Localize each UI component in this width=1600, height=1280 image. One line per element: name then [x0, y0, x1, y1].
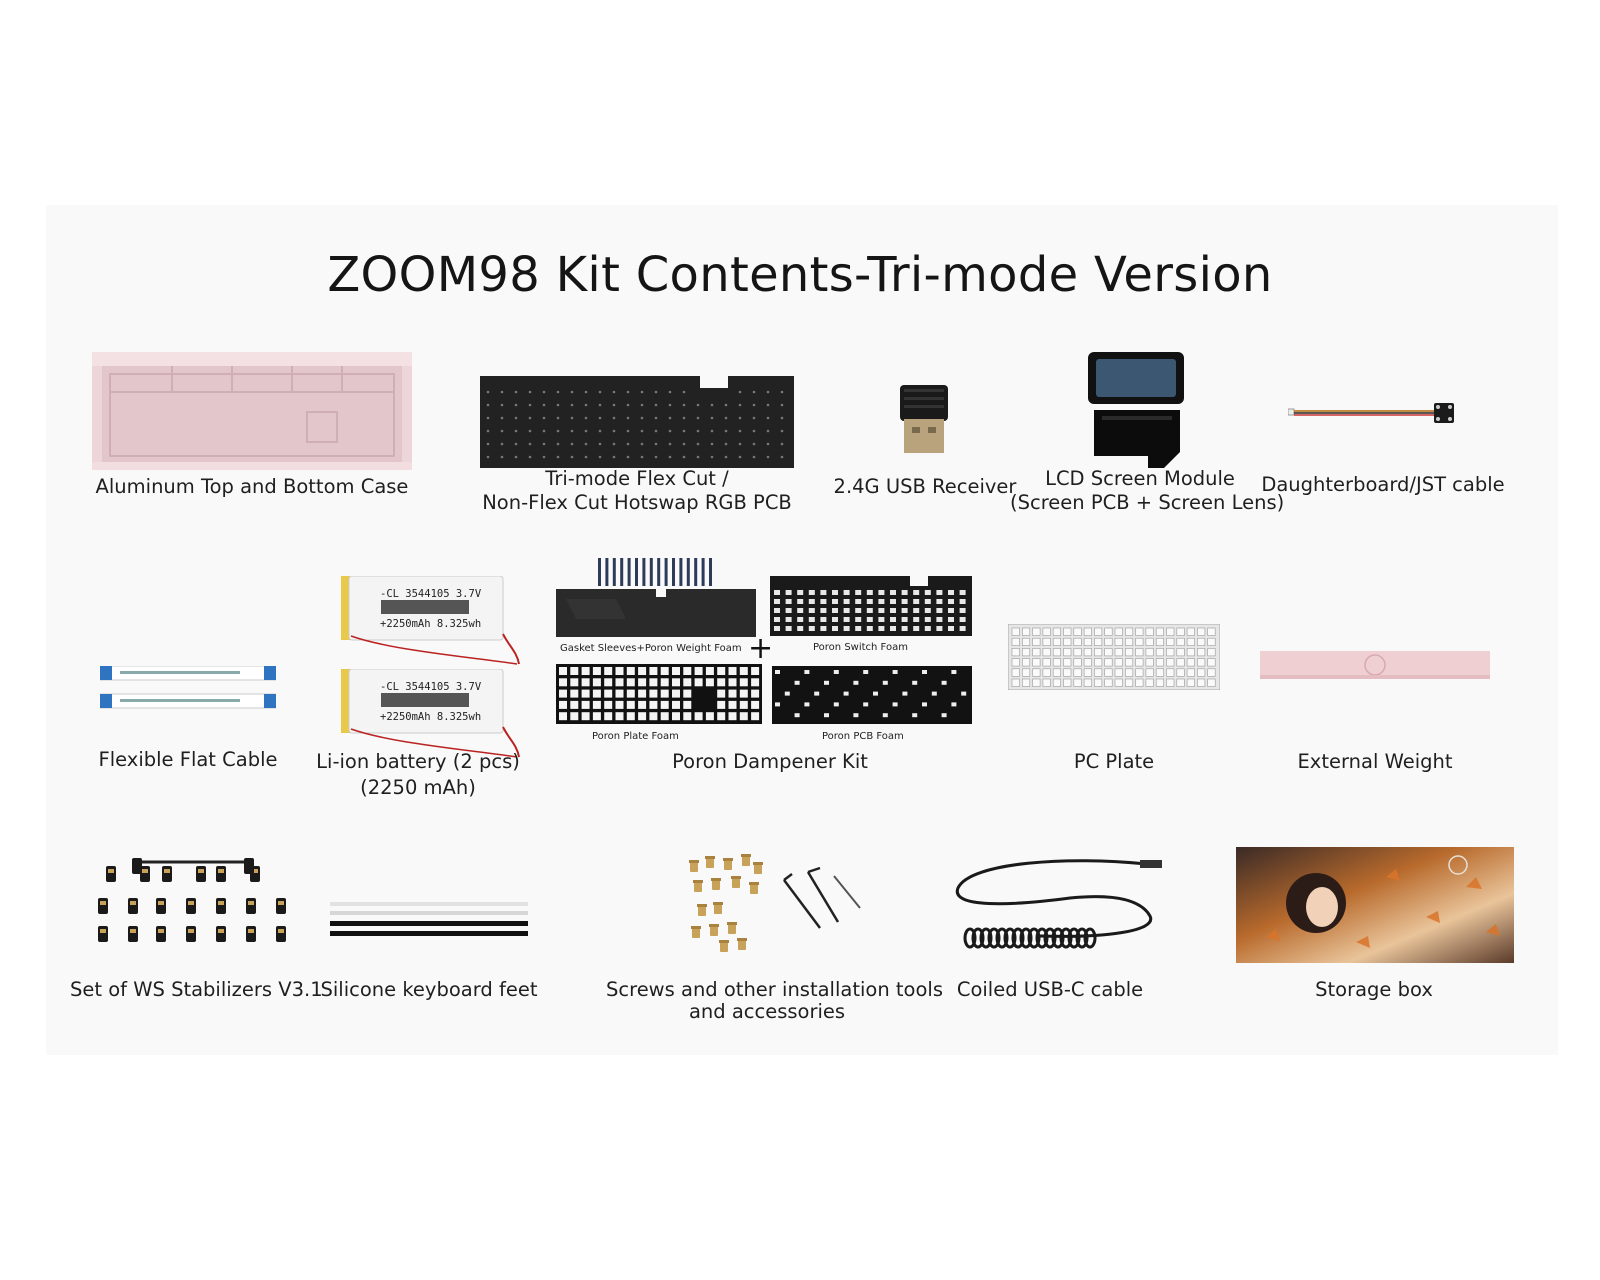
cable-label: Coiled USB-C cable — [956, 978, 1144, 1001]
pc-plate-image — [1008, 624, 1220, 690]
gasket-sleeves-image — [598, 558, 718, 586]
battery-image-1 — [341, 576, 521, 672]
battery-print-bottom-1: +2250mAh 8.325wh — [380, 618, 482, 630]
battery-label-line1: Li-ion battery (2 pcs) — [316, 750, 520, 773]
screws-image — [684, 852, 764, 952]
case-image — [92, 352, 412, 470]
battery-print-top-1: -CL 3544105 3.7V — [380, 588, 482, 600]
poron-pcb-caption: Poron PCB Foam — [822, 731, 904, 742]
weight-label: External Weight — [1297, 750, 1453, 773]
pcb-label-line1: Tri-mode Flex Cut / — [545, 467, 729, 490]
poron-label: Poron Dampener Kit — [672, 750, 868, 773]
plate-foam-image — [556, 664, 762, 724]
lcd-label-line2: (Screen PCB + Screen Lens) — [1010, 491, 1285, 514]
feet-label: Silicone keyboard feet — [320, 978, 538, 1001]
case-label: Aluminum Top and Bottom Case — [95, 475, 409, 498]
stabilizers-image — [92, 856, 292, 946]
receiver-label: 2.4G USB Receiver — [833, 475, 1017, 498]
screws-label-line2: and accessories — [688, 1000, 846, 1023]
daughterboard-image — [1288, 400, 1458, 428]
plate-label: PC Plate — [1073, 750, 1155, 773]
poron-plus: + — [748, 631, 774, 666]
battery-print-bottom-2: +2250mAh 8.325wh — [380, 711, 482, 723]
stabs-label: Set of WS Stabilizers V3.1 — [70, 978, 323, 1001]
external-weight-image — [1260, 651, 1490, 679]
hex-keys-image — [780, 866, 864, 936]
page-title: ZOOM98 Kit Contents-Tri-mode Version — [327, 247, 1273, 303]
poron-plate-caption: Poron Plate Foam — [592, 731, 679, 742]
usb-receiver-image — [898, 385, 950, 455]
weight-foam-image — [556, 589, 756, 637]
lcd-label-line1: LCD Screen Module — [1045, 467, 1235, 490]
pcb-image — [480, 376, 794, 468]
screws-label-line1: Screws and other installation tools — [606, 978, 943, 1001]
ffc-label: Flexible Flat Cable — [98, 748, 278, 771]
daughterboard-label: Daughterboard/JST cable — [1261, 473, 1505, 496]
battery-label-line2: (2250 mAh) — [360, 776, 476, 799]
usb-c-cable-image — [950, 858, 1164, 954]
battery-image-2 — [341, 669, 521, 765]
ffc-image — [100, 666, 276, 710]
feet-image — [330, 902, 528, 938]
lcd-module-image — [1088, 352, 1186, 470]
poron-gasket-caption: Gasket Sleeves+Poron Weight Foam — [560, 643, 742, 654]
switch-foam-image — [770, 576, 972, 636]
storage-box-image — [1236, 847, 1514, 963]
battery-print-top-2: -CL 3544105 3.7V — [380, 681, 482, 693]
storage-box-label: Storage box — [1315, 978, 1433, 1001]
pcb-foam-image — [772, 666, 972, 724]
pcb-label-line2: Non-Flex Cut Hotswap RGB PCB — [482, 491, 792, 514]
poron-switch-caption: Poron Switch Foam — [813, 642, 908, 653]
